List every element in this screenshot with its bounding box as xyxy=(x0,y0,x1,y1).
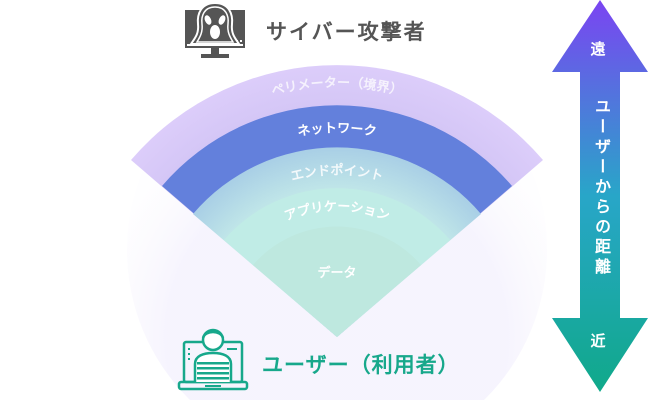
distance-arrow xyxy=(552,0,648,392)
distance-axis-label: ユーザーからの距離 xyxy=(592,98,611,278)
ghost-face-monitor-icon xyxy=(185,2,245,58)
label-perimeter: ペリメーター（境界） xyxy=(270,75,404,99)
label-endpoint: エンドポイント xyxy=(289,163,384,185)
near-label: 近 xyxy=(590,332,606,350)
user-label: ユーザー（利用者） xyxy=(262,353,460,377)
label-data: データ xyxy=(317,265,356,281)
person-laptop-icon xyxy=(177,328,249,391)
far-label: 遠 xyxy=(590,40,606,58)
attacker-label: サイバー攻撃者 xyxy=(266,20,427,44)
layer-data xyxy=(253,226,421,337)
